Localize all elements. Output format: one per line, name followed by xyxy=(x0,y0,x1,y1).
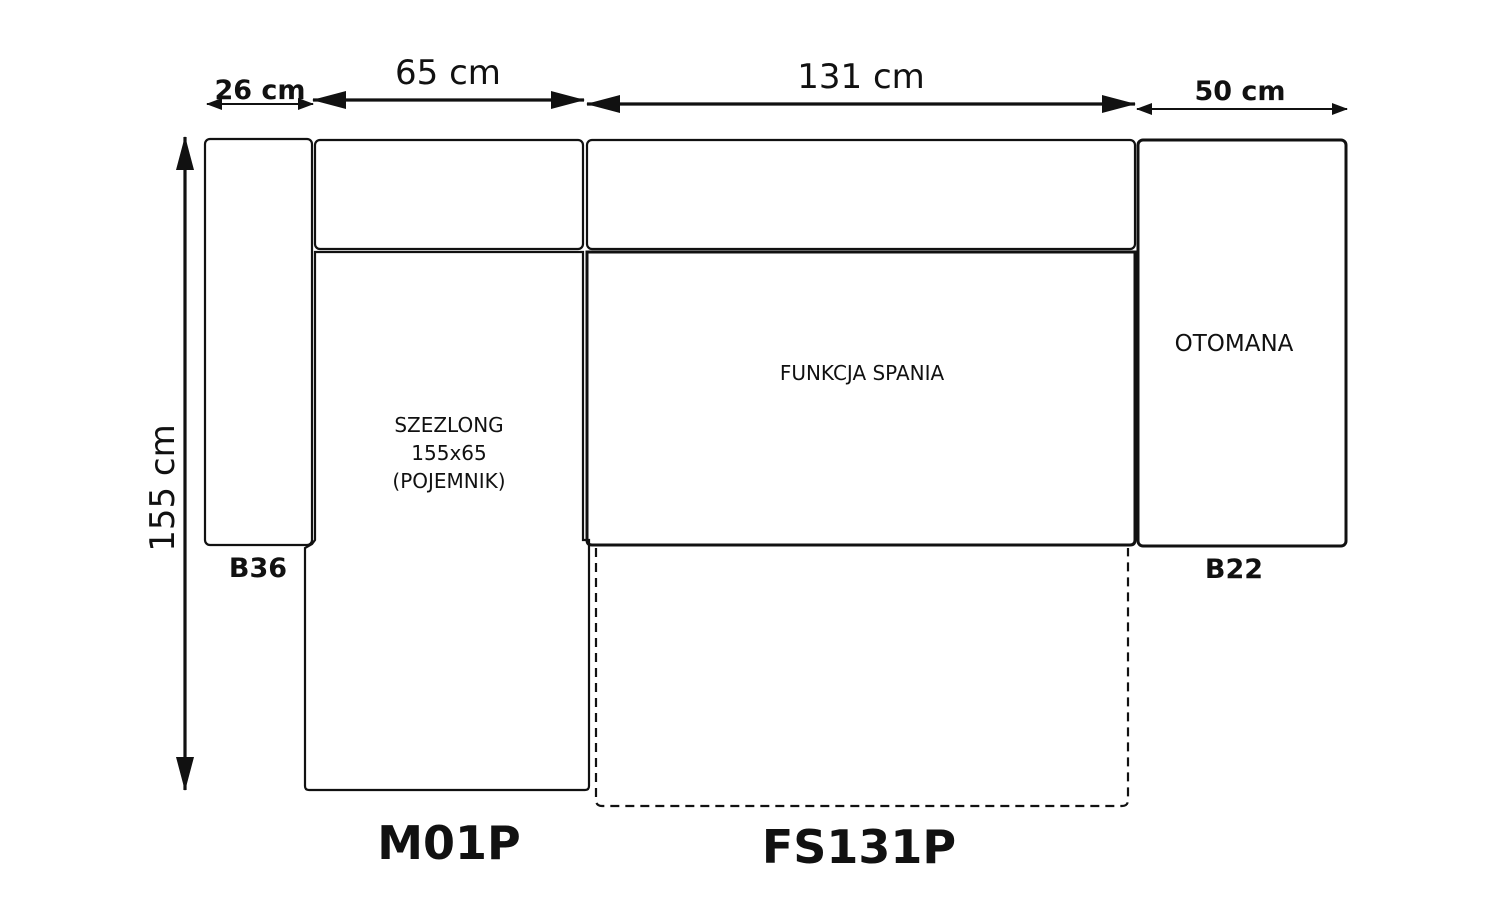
m01p-backrest xyxy=(313,138,585,251)
module-label-b22: OTOMANA xyxy=(1175,331,1294,357)
module-fs131p xyxy=(585,138,1137,808)
dimension-label-b36: 26 cm xyxy=(214,75,305,106)
dimension-label-b22: 50 cm xyxy=(1194,76,1285,107)
module-m01p xyxy=(303,138,591,792)
fs131p-backrest xyxy=(585,138,1137,251)
module-label-m01p-line1: SZEZLONG xyxy=(394,413,503,437)
dimension-label-height: 155 cm xyxy=(143,424,183,552)
module-label-m01p-line2: 155x65 xyxy=(411,441,486,465)
module-label-fs131p: FUNKCJA SPANIA xyxy=(780,361,945,385)
dimension-label-fs131p: 131 cm xyxy=(797,57,925,97)
m01p-seat xyxy=(303,250,591,792)
dimension-label-m01p: 65 cm xyxy=(395,53,501,93)
module-b36 xyxy=(203,137,314,547)
module-code-b22: B22 xyxy=(1205,554,1263,585)
module-code-m01p: M01P xyxy=(377,816,521,870)
module-b22 xyxy=(1136,138,1348,548)
module-label-m01p-line3: (POJEMNIK) xyxy=(392,469,505,493)
fs131p-seat xyxy=(585,250,1137,547)
fs131p-extended-bed xyxy=(594,548,1130,808)
module-code-b36: B36 xyxy=(229,553,287,584)
module-code-fs131p: FS131P xyxy=(762,820,956,874)
